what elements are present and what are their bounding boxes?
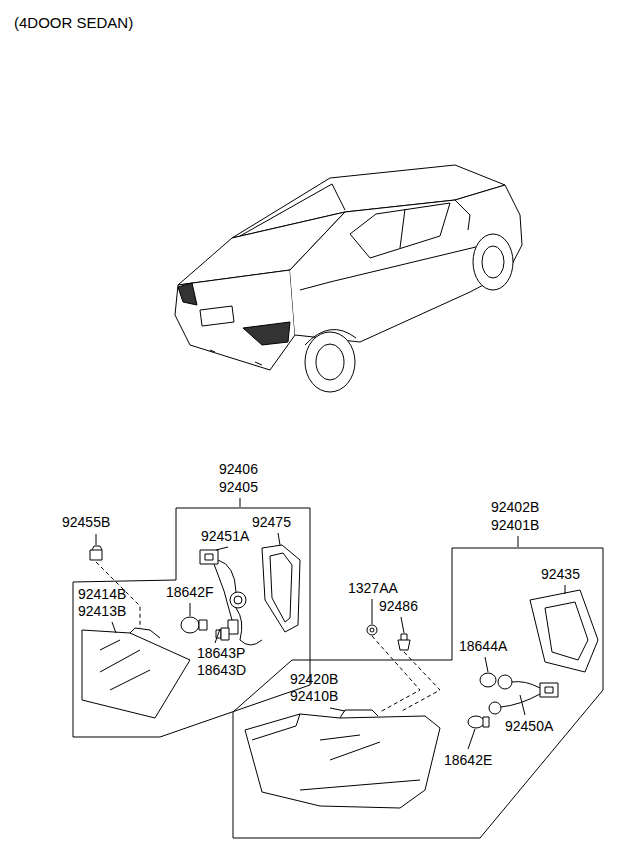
callout-number: 18644A (459, 638, 507, 654)
car-illustration (175, 165, 522, 392)
callout-number: 18643P (197, 645, 245, 661)
group-outline (73, 508, 310, 737)
callout-number: 92410B (290, 688, 338, 704)
callout-number: 1327AA (348, 580, 398, 596)
callout-number: 92413B (78, 603, 126, 619)
callout-number: 92402B (491, 499, 539, 515)
callout-number: 18642E (444, 752, 492, 768)
callout-number: 92435 (541, 566, 580, 582)
callout-number: 92420B (290, 671, 338, 687)
callout-number: 92401B (491, 517, 539, 533)
callout-number: 92406 (219, 461, 258, 477)
callout-number: 92414B (78, 586, 126, 602)
callout-number: 92475 (252, 514, 291, 530)
callout-number: 18643D (197, 662, 246, 678)
callout-number: 92451A (201, 528, 249, 544)
callout-number: 92486 (379, 598, 418, 614)
diagram-title: (4DOOR SEDAN) (14, 14, 133, 32)
callout-number: 92455B (62, 514, 110, 530)
callout-number: 92405 (219, 479, 258, 495)
callout-number: 18642F (166, 584, 213, 600)
callout-number: 92450A (505, 718, 553, 734)
